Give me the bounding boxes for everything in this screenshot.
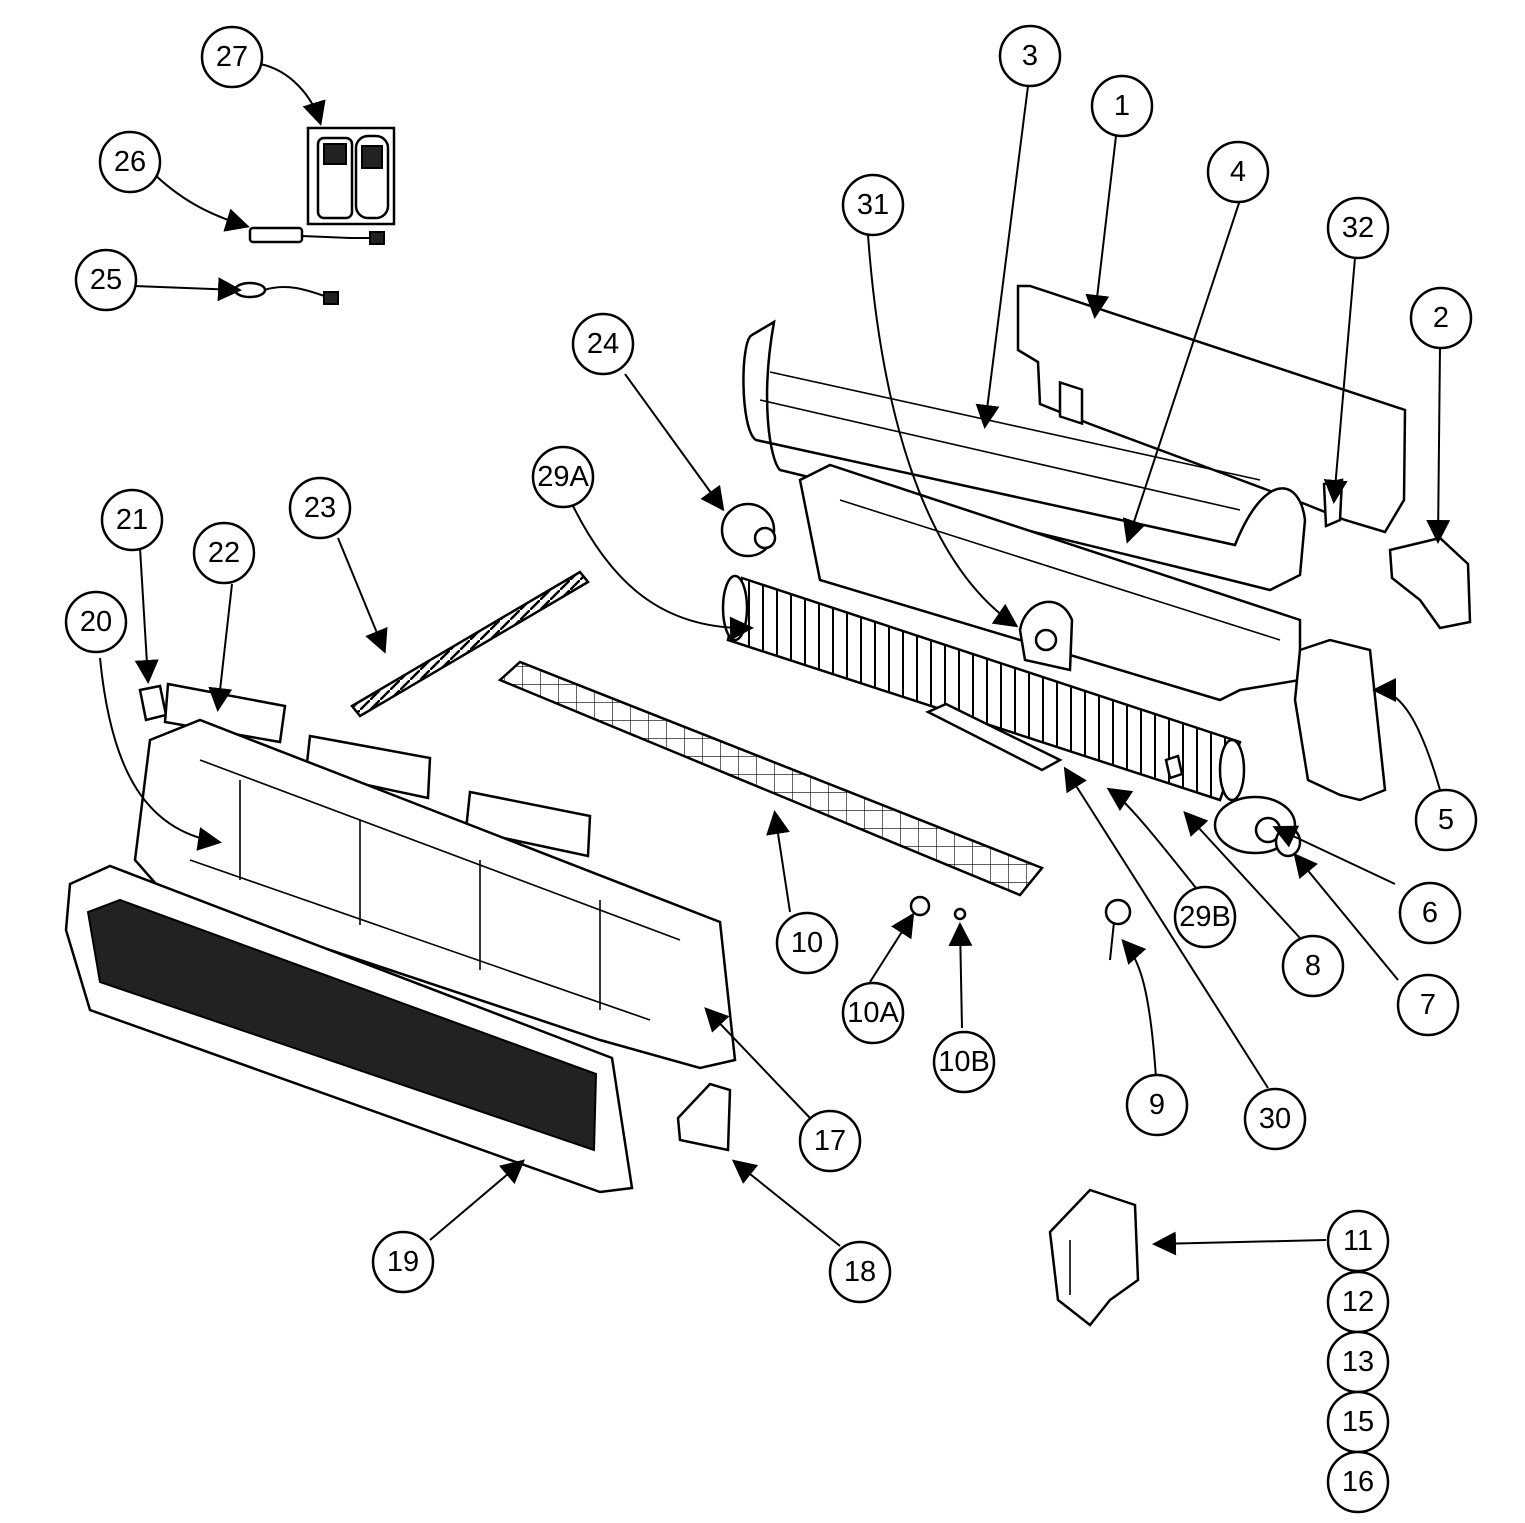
callout-10a: 10A [841, 981, 905, 1045]
svg-text:25: 25 [90, 264, 122, 296]
svg-text:19: 19 [387, 1246, 419, 1278]
callout-1: 1 [1090, 74, 1154, 138]
stepping-motor [909, 895, 931, 917]
callout-16: 16 [1326, 1450, 1390, 1514]
callout-12: 12 [1326, 1270, 1390, 1334]
bearing-holder [720, 502, 777, 558]
svg-text:7: 7 [1420, 989, 1436, 1021]
callout-24: 24 [571, 312, 635, 376]
air-filter-set [138, 682, 592, 858]
remote-control-kit [306, 126, 396, 226]
svg-text:1: 1 [1114, 90, 1130, 122]
callout-3: 3 [998, 24, 1062, 88]
chassis-frame [798, 463, 1302, 702]
svg-text:26: 26 [114, 146, 146, 178]
callout-15: 15 [1326, 1390, 1390, 1454]
sensor-cable-26 [248, 226, 385, 245]
callout-22: 22 [192, 521, 256, 585]
front-panel [133, 718, 737, 1070]
svg-text:27: 27 [216, 41, 248, 73]
svg-text:31: 31 [857, 189, 889, 221]
svg-text:3: 3 [1022, 40, 1038, 72]
svg-text:5: 5 [1438, 804, 1454, 836]
svg-text:13: 13 [1342, 1346, 1374, 1378]
drain-hose [350, 570, 590, 718]
callout-23: 23 [288, 476, 352, 540]
mounting-plate [1016, 284, 1407, 534]
clip-32 [1322, 478, 1344, 528]
motor-bracket [1018, 600, 1074, 672]
cabinet-back-cover [742, 319, 1307, 592]
callout-5: 5 [1414, 788, 1478, 852]
svg-text:18: 18 [844, 1256, 876, 1288]
callout-4: 4 [1206, 140, 1270, 204]
svg-text:16: 16 [1342, 1466, 1374, 1498]
svg-text:30: 30 [1259, 1103, 1291, 1135]
callout-11: 11 [1326, 1209, 1390, 1273]
svg-text:22: 22 [208, 537, 240, 569]
callout-29b: 29B [1173, 885, 1237, 949]
callout-19: 19 [371, 1230, 435, 1294]
svg-text:24: 24 [587, 328, 619, 360]
svg-text:8: 8 [1305, 950, 1321, 982]
washer [953, 907, 967, 921]
leader-lines [99, 63, 1451, 1256]
svg-text:10B: 10B [938, 1046, 990, 1078]
callout-20: 20 [64, 590, 128, 654]
svg-text:9: 9 [1149, 1089, 1165, 1121]
bracket-plate-30 [925, 702, 1063, 772]
callout-8: 8 [1281, 934, 1345, 998]
svg-text:17: 17 [814, 1125, 846, 1157]
callout-9: 9 [1125, 1073, 1189, 1137]
sensor-9 [1104, 898, 1132, 961]
callout-13: 13 [1326, 1330, 1390, 1394]
control-cover [676, 1082, 732, 1152]
svg-text:4: 4 [1230, 156, 1246, 188]
svg-text:10: 10 [791, 927, 823, 959]
svg-text:6: 6 [1422, 897, 1438, 929]
svg-text:12: 12 [1342, 1286, 1374, 1318]
svg-text:21: 21 [116, 504, 148, 536]
callout-25: 25 [74, 248, 138, 312]
svg-text:15: 15 [1342, 1406, 1374, 1438]
callout-21: 21 [100, 488, 164, 552]
callout-2: 2 [1409, 286, 1473, 350]
callout-27: 27 [200, 25, 264, 89]
svg-text:32: 32 [1342, 212, 1374, 244]
callout-17: 17 [798, 1109, 862, 1173]
front-grille [64, 864, 634, 1194]
svg-text:23: 23 [304, 492, 336, 524]
svg-text:20: 20 [80, 606, 112, 638]
electrical-box [1048, 1188, 1140, 1327]
clip-8 [1164, 754, 1184, 780]
sensor-cable-25 [233, 281, 339, 305]
callout-10: 10 [775, 911, 839, 975]
svg-text:29B: 29B [1179, 901, 1231, 933]
callout-31: 31 [841, 173, 905, 237]
svg-text:11: 11 [1343, 1225, 1373, 1257]
callout-7: 7 [1396, 973, 1460, 1037]
side-frame [1293, 638, 1387, 802]
svg-text:2: 2 [1433, 302, 1449, 334]
louver-assembly [497, 660, 1045, 897]
callout-32: 32 [1326, 196, 1390, 260]
callout-18: 18 [828, 1240, 892, 1304]
callout-30: 30 [1243, 1087, 1307, 1151]
terminal-cover [1388, 536, 1472, 630]
svg-text:10A: 10A [847, 997, 899, 1029]
motor-cap [1274, 826, 1302, 858]
callout-26: 26 [98, 130, 162, 194]
callout-29a: 29A [531, 445, 595, 509]
svg-text:29A: 29A [537, 461, 589, 493]
callout-6: 6 [1398, 881, 1462, 945]
callout-10b: 10B [932, 1030, 996, 1094]
